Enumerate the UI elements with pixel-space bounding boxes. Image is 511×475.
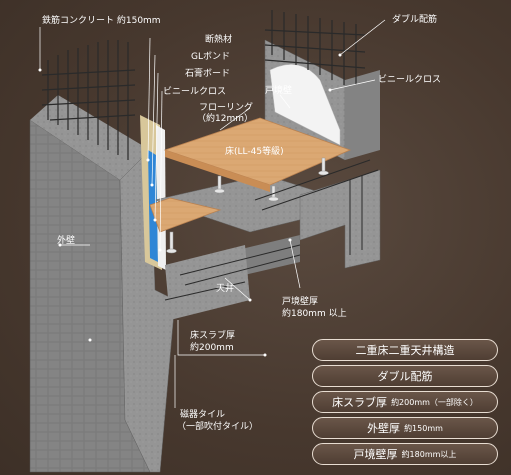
label-vinyl-right: ビニールクロス (378, 75, 442, 85)
right-wall-block (299, 169, 381, 269)
rebar-grid-right (264, 10, 366, 85)
label-party-thickness-1: 戸境壁厚 (282, 297, 319, 307)
label-floor-grade: 床(LL-45等級) (225, 147, 284, 157)
label-plasterboard: 石膏ボード (185, 69, 231, 79)
flooring-upper (163, 117, 352, 186)
legend-sub-text: 約180mm以上 (401, 449, 457, 459)
label-flooring-1: フローリング (199, 103, 254, 113)
leader-lines (39, 19, 386, 408)
label-gl-bond: GLボンド (191, 52, 230, 62)
label-insulation: 断熱材 (205, 35, 233, 45)
label-double-rebar: ダブル配筋 (392, 15, 438, 25)
legend-double-floor-ceiling: 二重床二重天井構造 (312, 339, 498, 361)
floor-support-legs (166, 157, 329, 254)
label-tile-1: 磁器タイル (180, 410, 226, 420)
legend-sub-text: 約200mm（一部除く） (391, 397, 478, 407)
label-rebar-concrete: 鉄筋コンクリート 約150mm (42, 16, 161, 26)
legend-main-text: ダブル配筋 (377, 370, 433, 383)
legend-main-text: 二重床二重天井構造 (355, 344, 455, 357)
label-slab-2: 約200mm (190, 343, 234, 353)
label-outer-wall: 外壁 (57, 236, 76, 246)
legend-main-text: 外壁厚 (367, 422, 401, 435)
outer-wall-concrete-edge (30, 95, 150, 180)
leader-dots (38, 53, 342, 357)
vinyl-cloth-right (269, 64, 341, 146)
party-wall-side (345, 70, 380, 160)
legend-slab-thickness: 床スラブ厚約200mm（一部除く） (312, 391, 498, 413)
rebar-slab (164, 159, 379, 301)
label-tile-2: （一部吹付タイル） (177, 422, 259, 432)
legend-double-rebar: ダブル配筋 (312, 365, 498, 387)
label-slab-1: 床スラブ厚 (190, 331, 236, 341)
flooring-upper-edge (165, 150, 270, 192)
legend-main-text: 床スラブ厚 (332, 396, 388, 409)
legend-party-wall-thickness: 戸境壁厚約180mm以上 (312, 443, 498, 465)
slab-underside (165, 245, 250, 320)
label-flooring-2: （約12mm） (197, 114, 253, 124)
legend-outer-wall-thickness: 外壁厚約150mm (312, 417, 498, 439)
legend-sub-text: 約150mm (404, 423, 443, 433)
label-vinyl-left: ビニールクロス (163, 87, 227, 97)
rebar-grid-left (41, 40, 136, 160)
flooring-lower (149, 197, 222, 233)
label-party-wall: 戸境壁 (265, 86, 293, 96)
label-party-thickness-2: 約180mm 以上 (282, 309, 347, 319)
legend-main-text: 戸境壁厚 (353, 448, 398, 461)
label-ceiling: 天井 (216, 284, 235, 294)
